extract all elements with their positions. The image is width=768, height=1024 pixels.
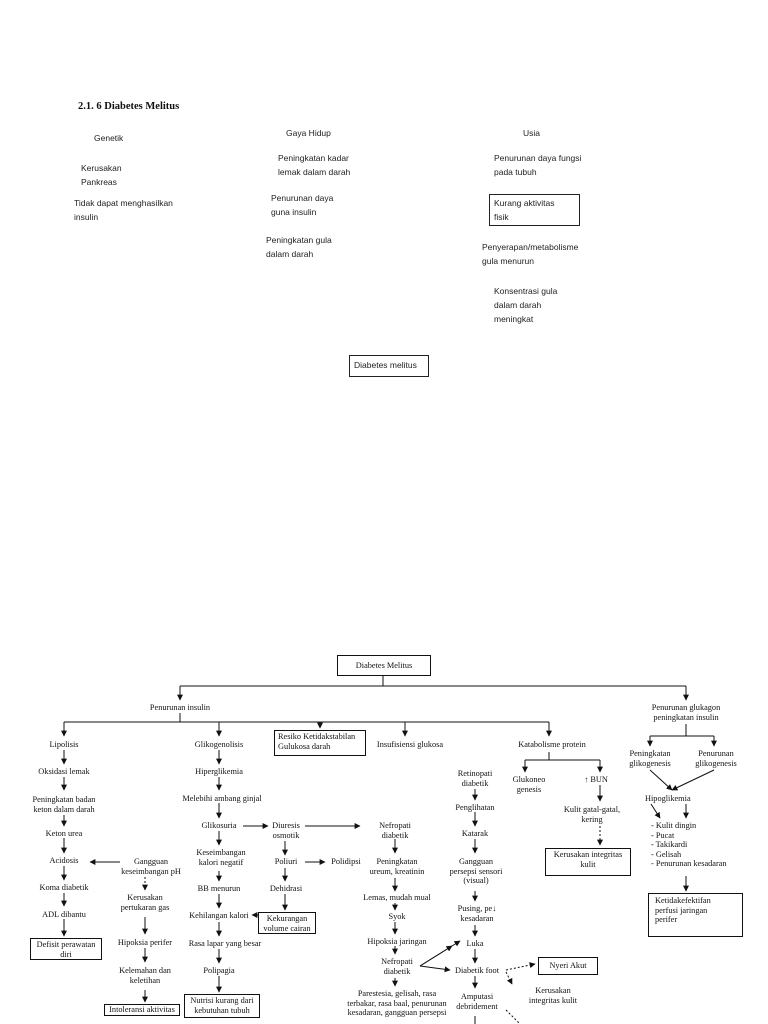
- node-ureum-kreatinin: Peningkatan ureum, kreatinin: [369, 857, 425, 876]
- factor-kerusakan-pankreas: Kerusakan Pankreas: [81, 163, 122, 187]
- node-gangguan-ph: Gangguan keseimbangan pH: [121, 857, 181, 876]
- section-title: 2.1. 6 Diabetes Melitus: [78, 101, 180, 112]
- node-rasa-lapar: Rasa lapar yang besar: [188, 939, 262, 948]
- node-kehilangan-kalori: Kehilangan kalori: [189, 911, 249, 920]
- node-hipoksia-perifer: Hipoksia perifer: [117, 938, 173, 947]
- node-luka: Luka: [466, 939, 484, 948]
- node-hipoglikemia: Hipoglikemia: [645, 794, 691, 803]
- node-adl-dibantu: ADL dibantu: [42, 910, 86, 919]
- node-insufisiensi-glukosa: Insufisiensi glukosa: [376, 740, 444, 749]
- diagnosis-kerusakan-kulit-1: Kerusakan integritas kulit: [545, 848, 631, 876]
- node-peningkatan-glikogenesis: Peningkatan glikogenesis: [629, 749, 671, 768]
- node-amputasi: Amputasi debridement: [456, 992, 498, 1011]
- node-nefropati-diabetik: Nefropati diabetik: [379, 821, 411, 840]
- list-hipoglikemia-symptoms: - Kulit dingin - Pucat - Takikardi - Gel…: [651, 821, 727, 868]
- node-badan-keton: Peningkatan badan keton dalam darah: [32, 795, 96, 814]
- factor-genetik: Genetik: [94, 133, 124, 143]
- root-diabetes-melitus: Diabetes Melitus: [337, 655, 431, 676]
- node-kerusakan-gas: Kerusakan pertukaran gas: [120, 893, 170, 912]
- node-keton-urea: Keton urea: [45, 829, 83, 838]
- factor-kurang-aktivitas: Kurang aktivitas fisik: [489, 194, 580, 226]
- node-katarak: Katarak: [461, 829, 489, 838]
- node-koma-diabetik: Koma diabetik: [39, 883, 89, 892]
- diabetes-melitus-box: Diabetes melitus: [349, 355, 429, 377]
- factor-gula: Peningkatan gula dalam darah: [266, 235, 332, 259]
- factor-metabolisme: Penyerapan/metabolisme gula menurun: [482, 242, 579, 266]
- node-syok: Syok: [388, 912, 406, 921]
- node-katabolisme-protein: Katabolisme protein: [518, 740, 586, 749]
- diagnosis-nyeri-akut: Nyeri Akut: [538, 957, 598, 975]
- node-hipoksia-jaringan: Hipoksia jaringan: [367, 937, 427, 946]
- diagnosis-nutrisi-kurang: Nutrisi kurang dari kebutuhan tubuh: [184, 994, 260, 1018]
- node-lemas-mual: Lemas, mudah mual: [363, 893, 431, 902]
- diagnosis-intoleransi-aktivitas: Intoleransi aktivitas: [104, 1004, 180, 1016]
- diagnosis-defisit-perawatan: Defisit perawatan diri: [30, 938, 102, 960]
- node-retinopati-diabetik: Retinopati diabetik: [457, 769, 493, 788]
- factor-usia: Usia: [523, 128, 541, 138]
- factor-fungsi: Penurunan daya fungsi pada tubuh: [494, 153, 582, 177]
- node-penurunan-insulin: Penurunan insulin: [149, 703, 211, 712]
- node-nefropati-diabetik-2: Nefropati diabetik: [381, 957, 413, 976]
- node-diabetik-foot: Diabetik foot: [454, 966, 500, 975]
- diagnosis-resiko-glukosa: Resiko Ketidakstabilan Gulukosa darah: [274, 730, 366, 756]
- node-kulit-gatal: Kulit gatal-gatal, kering: [563, 805, 621, 824]
- factor-konsentrasi: Konsentrasi gula dalam darah meningkat: [494, 286, 558, 324]
- factor-tidak-insulin: Tidak dapat menghasilkan insulin: [74, 198, 173, 222]
- node-lipolisis: Lipolisis: [49, 740, 79, 749]
- node-acidosis: Acidosis: [49, 856, 79, 865]
- node-polipagia: Polipagia: [203, 966, 235, 975]
- node-pusing: Pusing, pe↓ kesadaran: [457, 904, 497, 923]
- diagnosis-kerusakan-kulit-2: Kerusakan integritas kulit: [528, 986, 578, 1005]
- node-polidipsi: Polidipsi: [331, 857, 361, 866]
- factor-daya-guna: Penurunan daya guna insulin: [271, 193, 334, 217]
- node-kelemahan: Kelemahan dan keletihan: [119, 966, 171, 985]
- node-bun: ↑ BUN: [584, 775, 608, 784]
- node-hiperglikemia: Hiperglikemia: [195, 767, 243, 776]
- factor-lemak: Peningkatan kadar lemak dalam darah: [278, 153, 351, 177]
- node-gangguan-persepsi: Gangguan persepsi sensori (visual): [449, 857, 503, 885]
- node-dehidrasi: Dehidrasi: [269, 884, 303, 893]
- node-diuresis-osmotik: Diuresis osmotik: [272, 821, 300, 840]
- node-penurunan-glikogenesis: Penurunan glikogenesis: [695, 749, 737, 768]
- node-bb-menurun: BB menurun: [197, 884, 241, 893]
- node-poliuri: Poliuri: [274, 857, 298, 866]
- node-glukoneogenesis: Glukoneo genesis: [512, 775, 546, 794]
- node-penglihatan: Penglihatan: [455, 803, 495, 812]
- node-glikogenolisis: Glikogenolisis: [194, 740, 244, 749]
- node-penurunan-glukagon: Penurunan glukagon peningkatan insulin: [651, 703, 721, 722]
- node-glikosuria: Glikosuria: [201, 821, 237, 830]
- diagnosis-ketidakefektifan-perfusi: Ketidakefektifan perfusi jaringan perife…: [648, 893, 743, 937]
- node-ambang-ginjal: Melebihi ambang ginjal: [182, 794, 262, 803]
- node-parestesia: Parestesia, gelisah, rasa terbakar, rasa…: [347, 989, 447, 1017]
- factor-gaya-hidup: Gaya Hidup: [286, 128, 331, 138]
- node-kalori-negatif: Keseimbangan kalori negatif: [196, 848, 246, 867]
- diagnosis-kekurangan-volume: Kekurangan volume cairan: [258, 912, 316, 934]
- node-oksidasi-lemak: Oksidasi lemak: [38, 767, 90, 776]
